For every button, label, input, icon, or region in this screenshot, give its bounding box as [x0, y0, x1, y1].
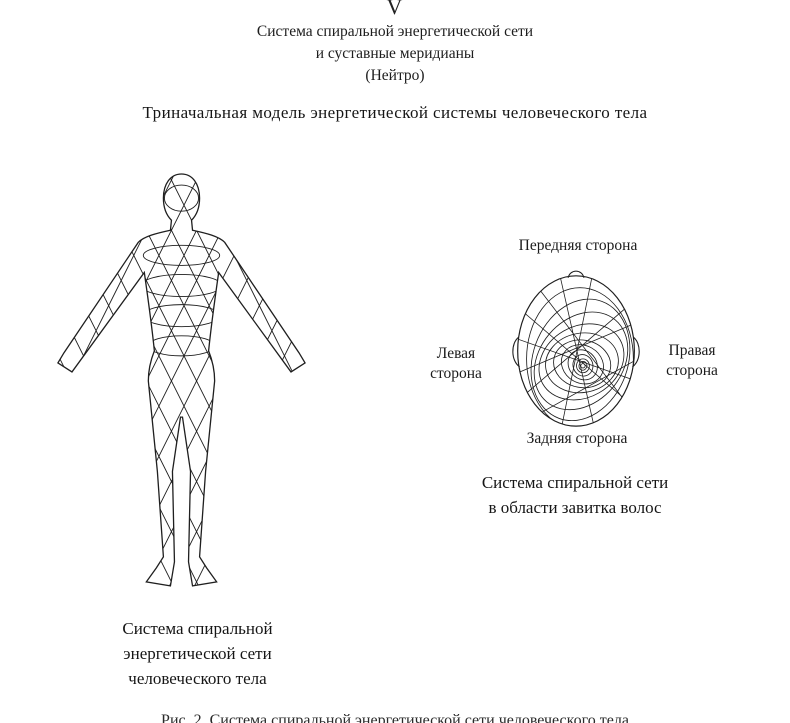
body-outline: [57, 173, 306, 587]
head-figure-caption: Система спиральной сети в области завитк…: [481, 473, 669, 517]
body-spiral-net: [57, 174, 306, 586]
figure-subtitle: Система спиральной энергетической сети и…: [256, 23, 534, 84]
head-label-left: Левая сторона: [430, 345, 482, 382]
page-heading: Триначальная модель энергетической систе…: [142, 103, 648, 122]
head-figure-drawing: [512, 270, 640, 427]
top-cut-symbol: V: [386, 0, 404, 19]
clipped-figure-caption: Рис. 2. Система спиральной энергетическо…: [161, 712, 629, 723]
head-label-back: Задняя сторона: [526, 430, 628, 447]
head-label-right: Правая сторона: [666, 342, 718, 379]
body-figure-drawing: [57, 173, 306, 587]
head-outline: [512, 270, 640, 427]
body-figure-caption: Система спиральной энергетической сети ч…: [122, 619, 273, 688]
head-spiral: [517, 275, 635, 427]
head-label-front: Передняя сторона: [518, 237, 638, 254]
